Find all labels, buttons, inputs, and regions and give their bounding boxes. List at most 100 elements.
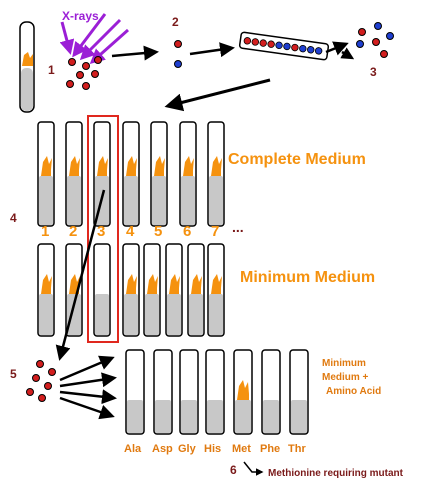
minimum-tube-6	[165, 243, 183, 337]
bacteria-colony-icon	[169, 274, 180, 294]
bacteria-colony-icon	[183, 156, 194, 176]
amino-acid-label: Met	[232, 443, 251, 455]
molecule-dot-icon	[174, 60, 182, 68]
molecule-dot-icon	[91, 70, 99, 78]
medium-fill	[291, 400, 307, 433]
medium-fill	[209, 176, 223, 225]
result-note: Methionine requiring mutant	[268, 468, 404, 479]
tube-number: 2	[69, 223, 77, 240]
step-6-label: 6	[230, 463, 237, 477]
step-4-label: 4	[10, 211, 17, 225]
supplemented-tube-His	[205, 349, 225, 435]
mutant-cells	[26, 360, 56, 402]
complete-medium-title: Complete Medium	[228, 151, 366, 168]
result-pointer-arrow	[243, 461, 264, 476]
minimum-medium-title: Minimum Medium	[240, 269, 375, 286]
xray-arrow-icon	[79, 18, 122, 61]
tube-number: 5	[154, 223, 162, 240]
minimum-tube-1	[37, 243, 55, 337]
amino-acid-label: Thr	[288, 443, 306, 455]
step-1-label: 1	[48, 63, 55, 77]
medium-fill	[95, 294, 109, 335]
complete-tube-3	[93, 121, 111, 227]
complete-tube-1	[37, 121, 55, 227]
flow-arrow	[189, 42, 235, 58]
bacteria-colony-icon	[97, 156, 108, 176]
supplemented-tube-Ala	[125, 349, 145, 435]
separated-molecules	[356, 22, 394, 58]
xray-arrow-icon	[72, 13, 107, 58]
bacteria-colony-icon	[237, 380, 249, 400]
supplement-line-3: Amino Acid	[326, 386, 381, 397]
supplement-line-2: Medium +	[322, 372, 369, 383]
molecule-dot-icon	[76, 71, 84, 79]
amino-acid-label-row: Ala Asp Gly His Met Phe Thr	[124, 443, 306, 455]
minimum-tube-4	[122, 243, 140, 337]
supplemented-tube-Asp	[153, 349, 173, 435]
molecule-dot-icon	[66, 80, 74, 88]
flow-arrow	[59, 355, 115, 382]
step-2-label: 2	[172, 15, 179, 29]
bacteria-colony-icon	[41, 156, 52, 176]
medium-fill	[181, 400, 197, 433]
medium-fill	[209, 294, 223, 335]
minimum-medium-row	[37, 243, 225, 337]
tube-number: 4	[126, 223, 135, 240]
molecule-dot-icon	[94, 56, 102, 64]
molecule-dot-icon	[82, 82, 90, 90]
tube-number: 6	[183, 223, 191, 240]
bacteria-colony-icon	[154, 156, 165, 176]
medium-fill	[67, 294, 81, 335]
bacteria-colony-icon	[191, 274, 202, 294]
medium-fill	[167, 294, 181, 335]
amino-acid-label: Phe	[260, 443, 280, 455]
medium-fill	[189, 294, 203, 335]
flow-arrow	[340, 47, 355, 60]
bacteria-colony-icon	[147, 274, 158, 294]
tube-number: 1	[41, 223, 49, 240]
flow-arrow	[325, 41, 349, 56]
flow-arrow	[55, 189, 106, 361]
supplement-line-1: Minimum	[322, 358, 366, 369]
tube-number: 3	[97, 223, 105, 240]
medium-fill	[181, 176, 195, 225]
complete-medium-row	[37, 121, 225, 227]
supplemented-tube-Phe	[261, 349, 281, 435]
medium-fill	[127, 400, 143, 433]
ellipsis: ...	[232, 219, 244, 235]
amino-acid-label: Gly	[178, 443, 197, 455]
selected-mutant-highlight	[87, 115, 119, 343]
minimum-tube-8	[207, 243, 225, 337]
medium-fill	[263, 400, 279, 433]
minimum-tube-7	[187, 243, 205, 337]
amino-acid-label: Ala	[124, 443, 142, 455]
xray-arrow-icon	[59, 21, 75, 55]
medium-fill	[39, 176, 53, 225]
bacteria-colony-icon	[211, 156, 222, 176]
amino-acid-label: Asp	[152, 443, 173, 455]
bacteria-colony-icon	[41, 274, 52, 294]
bacteria-colony-icon	[126, 274, 137, 294]
flow-arrow	[59, 372, 117, 388]
molecule-dot-icon	[174, 40, 182, 48]
tube-number: 7	[211, 223, 219, 240]
flow-arrow	[59, 396, 115, 420]
medium-fill	[235, 400, 251, 433]
bacteria-colony-icon	[69, 156, 80, 176]
amino-acid-label: His	[204, 443, 221, 455]
supplemented-tube-Gly	[179, 349, 199, 435]
bacteria-colony-icon	[126, 156, 137, 176]
xray-label: X-rays	[62, 9, 99, 23]
step-5-label: 5	[10, 367, 17, 381]
molecule-dot-icon	[68, 58, 76, 66]
flow-arrow	[164, 78, 271, 112]
original-culture-tube	[19, 21, 35, 113]
complete-tube-7	[207, 121, 225, 227]
flow-arrow	[111, 45, 159, 61]
medium-fill	[145, 294, 159, 335]
step-3-label: 3	[370, 65, 377, 79]
complete-tube-5	[150, 121, 168, 227]
irradiated-cells	[66, 56, 102, 90]
flow-arrow	[59, 389, 117, 405]
xray-arrows	[59, 13, 129, 64]
